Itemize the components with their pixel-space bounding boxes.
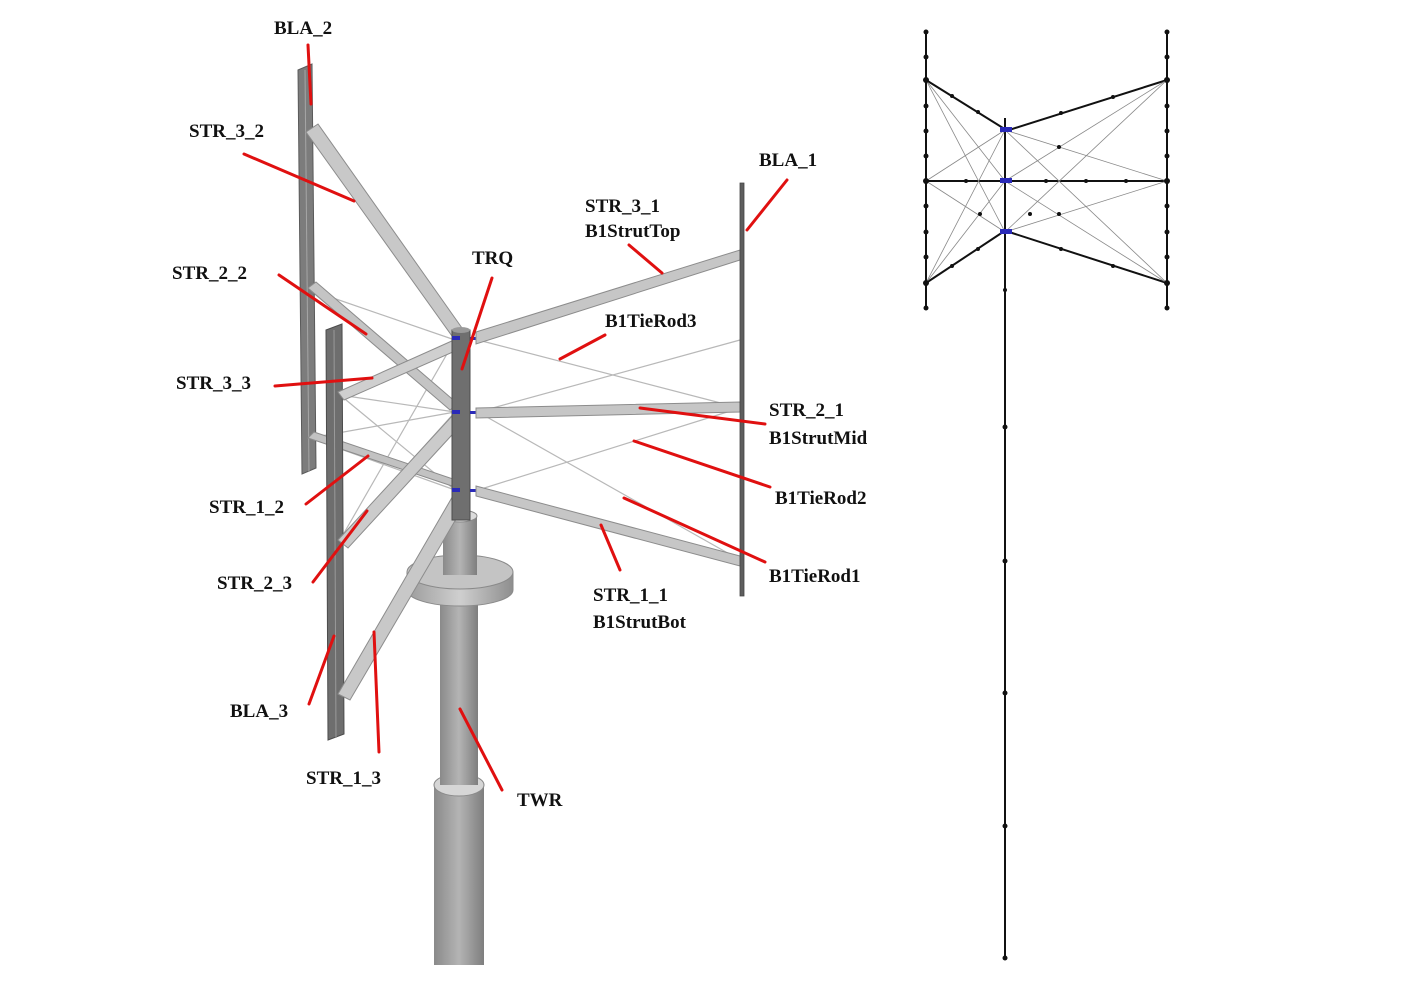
turbine-3d-model (297, 63, 745, 965)
blade-3-struts (337, 339, 467, 701)
leader-twr (458, 707, 504, 792)
label-trq: TRQ (472, 248, 513, 269)
structural-node-model (923, 29, 1170, 961)
leader-str-3-3 (273, 376, 374, 388)
label-str-3-1: STR_3_1 (585, 196, 660, 217)
label-b1strutmid: B1StrutMid (769, 428, 868, 449)
node-points (923, 29, 1170, 961)
leader-str-2-2 (277, 273, 368, 336)
label-b1tierod3: B1TieRod3 (605, 311, 697, 332)
leader-str-2-3 (311, 509, 369, 584)
label-str-3-3: STR_3_3 (176, 373, 251, 394)
label-bla-2: BLA_2 (274, 18, 332, 39)
blade-1-struts (475, 249, 741, 567)
label-b1tierod2: B1TieRod2 (775, 488, 867, 509)
label-b1strutbot: B1StrutBot (593, 612, 687, 633)
label-b1tierod1: B1TieRod1 (769, 566, 861, 587)
blade-3 (325, 323, 345, 741)
label-str-2-2: STR_2_2 (172, 263, 247, 284)
label-str-2-1: STR_2_1 (769, 400, 844, 421)
tower (406, 509, 514, 965)
blade-1 (739, 182, 745, 597)
leader-bla-1 (745, 178, 789, 232)
blade-2 (297, 63, 317, 475)
leader-lines (242, 43, 789, 792)
component-labels: BLA_2 STR_3_2 STR_2_2 STR_3_3 STR_1_2 ST… (172, 18, 868, 811)
leader-b1tierod3 (558, 333, 607, 361)
node-tie-rods (925, 79, 1168, 284)
leader-bla-2 (306, 43, 313, 106)
label-str-2-3: STR_2_3 (217, 573, 292, 594)
leader-str-3-1 (627, 243, 664, 275)
label-twr: TWR (517, 790, 563, 811)
leader-b1tierod2 (632, 439, 772, 489)
leader-str-1-2 (304, 454, 370, 506)
label-bla-3: BLA_3 (230, 701, 288, 722)
leader-str-2-1 (638, 406, 767, 426)
label-str-1-2: STR_1_2 (209, 497, 284, 518)
label-b1struttop: B1StrutTop (585, 221, 680, 242)
leader-str-1-1 (599, 523, 622, 572)
label-str-3-2: STR_3_2 (189, 121, 264, 142)
label-str-1-3: STR_1_3 (306, 768, 381, 789)
leader-b1tierod1 (622, 496, 767, 564)
leader-str-3-2 (242, 152, 356, 203)
leader-bla-3 (307, 634, 336, 706)
leader-str-1-3 (372, 630, 381, 754)
leader-trq (460, 276, 494, 371)
label-bla-1: BLA_1 (759, 150, 817, 171)
label-str-1-1: STR_1_1 (593, 585, 668, 606)
node-hub-joints (1000, 127, 1012, 234)
torque-tube (451, 327, 478, 521)
